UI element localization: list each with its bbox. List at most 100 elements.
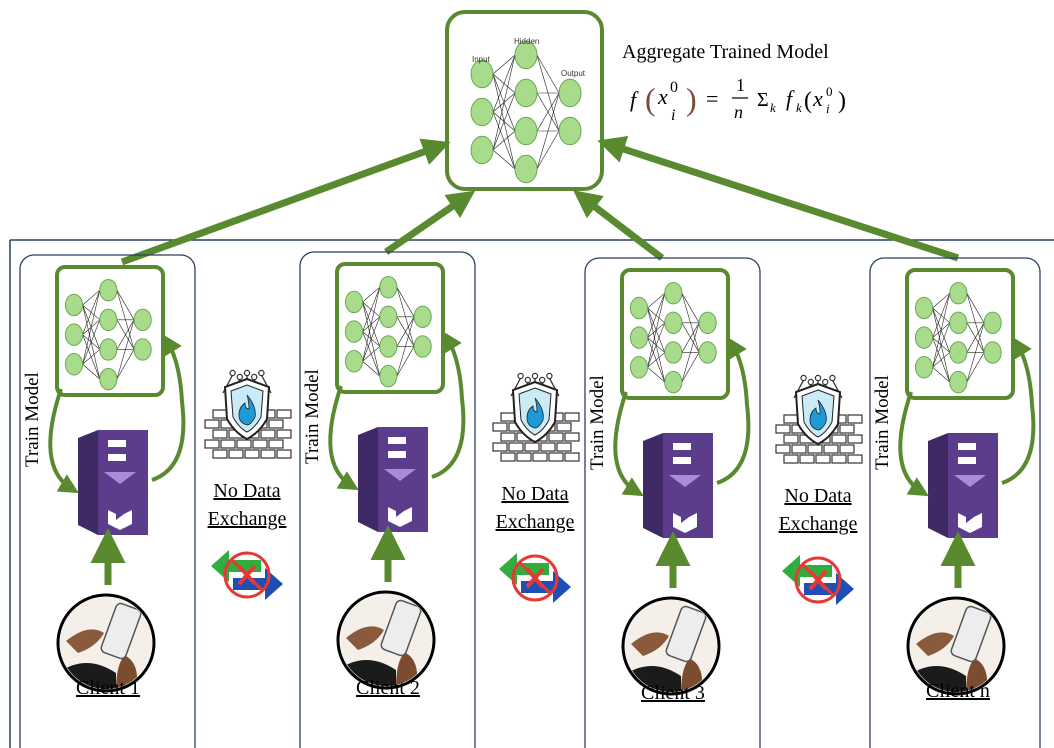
no-data-line2: Exchange [208, 508, 287, 530]
flame-icon [526, 397, 544, 429]
phone-icon [950, 605, 992, 663]
nn-connection [536, 92, 560, 132]
nn-connection [966, 352, 985, 383]
formula-sup: 0 [670, 79, 678, 96]
brick [524, 442, 540, 452]
nn-node [983, 311, 1002, 335]
nn-node [470, 59, 494, 89]
prohibited-icon [794, 556, 842, 604]
brick [564, 452, 580, 462]
brick [204, 419, 220, 429]
brick [775, 424, 791, 434]
x-mark [237, 564, 257, 586]
brick [252, 439, 268, 449]
server-slot [673, 443, 691, 450]
brick [783, 434, 799, 444]
brick [815, 454, 831, 464]
nn-node [983, 341, 1002, 364]
train-arrow-up [716, 337, 751, 485]
client-panel-border [299, 251, 476, 748]
nn-connection [116, 349, 135, 380]
nn-node [664, 370, 683, 394]
aggregate-title: Aggregate Trained Model [622, 41, 829, 63]
brick [831, 454, 847, 464]
server-logo [958, 513, 982, 533]
nn-connection [536, 54, 560, 94]
no-data-line1: No Data [501, 483, 568, 505]
nn-connection [536, 92, 560, 170]
hand-finger [66, 629, 104, 653]
brick [268, 439, 284, 449]
nn-connection [82, 290, 101, 365]
nn-connection [681, 322, 700, 383]
upload-arrows [120, 135, 960, 266]
circuit-node [800, 374, 807, 382]
brick [847, 414, 863, 424]
brick [540, 442, 556, 452]
brick [791, 444, 807, 454]
no-data-line1: No Data [784, 485, 851, 507]
no-exchange-icon [499, 553, 571, 603]
train-model-label: Train Model [22, 372, 43, 467]
brick [847, 454, 863, 464]
formula-fk: f [786, 86, 795, 111]
nn-node [914, 326, 934, 349]
circuit-node [229, 369, 236, 377]
server-slot [388, 437, 406, 444]
train-arrow-up [1001, 337, 1036, 485]
formula-equals: = [706, 86, 718, 111]
nn-connection [82, 319, 101, 365]
brick [532, 452, 548, 462]
formula-denominator: n [734, 102, 743, 122]
brick [276, 409, 292, 419]
firewall-icon [492, 372, 580, 462]
nn-node [629, 326, 649, 349]
nn-node [64, 293, 84, 317]
no-data-line2: Exchange [779, 513, 858, 535]
server-logo [108, 510, 132, 530]
nn-node [379, 335, 398, 358]
nn-node [629, 296, 649, 320]
brick [807, 444, 823, 454]
nn-connection [396, 346, 415, 377]
client-name: Client 3 [641, 682, 705, 704]
train-arrow-down [898, 391, 929, 497]
nn-node [470, 97, 494, 127]
client-panel-border [584, 257, 761, 748]
nn-node [379, 275, 398, 299]
nn-connection [362, 287, 381, 332]
formula-x2-sub: i [826, 101, 830, 116]
nn-connection [116, 290, 135, 320]
nn-connection [966, 322, 985, 353]
nn-connection [492, 54, 516, 113]
nn-node [344, 350, 364, 373]
server-side [78, 430, 98, 535]
circuit-node [539, 376, 546, 384]
nn-connection [932, 293, 951, 338]
nn-connection [492, 54, 516, 151]
server-logo [388, 507, 412, 527]
nn-connection [82, 349, 100, 365]
nn-connection [681, 322, 700, 353]
upload-arrow-client-n [597, 135, 960, 262]
nn-connection [932, 352, 950, 368]
client-panel-border [19, 254, 196, 748]
nn-connection [82, 290, 101, 335]
nn-connection [681, 293, 700, 323]
nn-connection [116, 319, 135, 380]
server-side [643, 433, 663, 538]
formula-x: x [657, 84, 668, 109]
brick [220, 439, 236, 449]
phone-icon [665, 605, 707, 663]
circuit-node [546, 372, 553, 380]
brick [847, 434, 863, 444]
formula-paren-open: ( [645, 81, 656, 117]
local-nn-icon [629, 281, 717, 394]
nn-connection [396, 316, 415, 377]
nn-connection [116, 319, 135, 350]
server-side [358, 427, 378, 532]
formula-paren2-close: ) [838, 88, 846, 114]
